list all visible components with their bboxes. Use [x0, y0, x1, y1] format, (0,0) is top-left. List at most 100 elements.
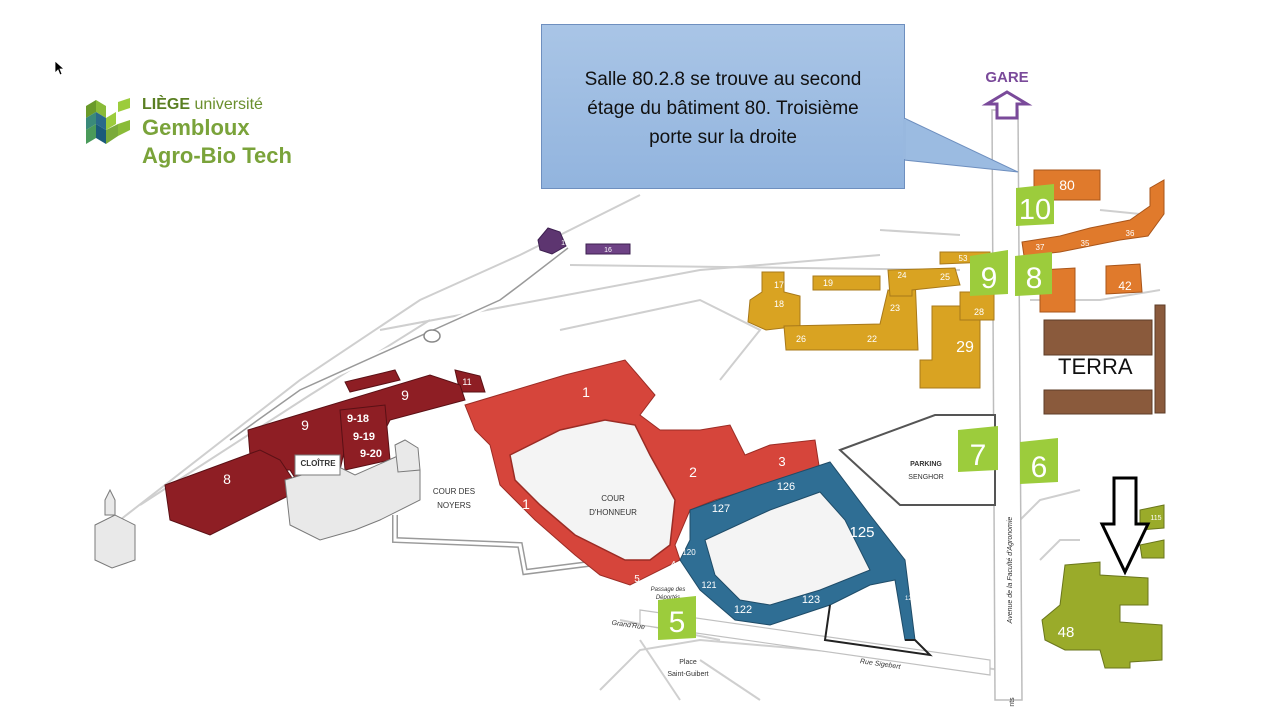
- label-b920: 9-20: [360, 448, 382, 460]
- label-b5: 5: [634, 574, 640, 585]
- zone-10-label: 10: [1019, 194, 1051, 226]
- label-b35: 35: [1081, 239, 1090, 248]
- blue-annex: [823, 604, 933, 657]
- label-b53: 53: [959, 254, 968, 263]
- label-b18: 18: [774, 299, 784, 309]
- boundary-wall-outline: [229, 247, 569, 441]
- logo-universite: université: [194, 96, 263, 113]
- cour-honneur-area: [509, 419, 676, 561]
- logo-line-3: Agro-Bio Tech: [142, 143, 292, 168]
- callout-line-3: porte sur la droite: [649, 127, 797, 148]
- label-parking-2: SENGHOR: [908, 474, 943, 481]
- label-cour-noyers-1: COUR DES: [433, 487, 475, 496]
- logo-line-1: LIÈGE université: [142, 96, 263, 114]
- label-b37: 37: [1036, 243, 1045, 252]
- blue-courtyard: [704, 491, 871, 606]
- logo-liege: LIÈGE: [142, 96, 191, 113]
- zone-5: 5: [658, 596, 696, 640]
- label-b24: 24: [898, 271, 907, 280]
- logo-mark-icon: [86, 98, 130, 144]
- building-group-gold: [747, 251, 995, 389]
- label-b122: 122: [734, 604, 752, 616]
- label-b123: 123: [802, 594, 820, 606]
- label-b1b: 1: [522, 496, 530, 512]
- building-group-15-16: [537, 227, 631, 255]
- label-parking-1: PARKING: [910, 461, 942, 468]
- label-cour-honneur-2: D'HONNEUR: [589, 508, 637, 517]
- zone-10: 10: [1016, 184, 1054, 226]
- gare-marker: GARE: [981, 69, 1033, 120]
- label-place-1: Place: [679, 659, 697, 666]
- zone-7: 7: [958, 426, 998, 472]
- label-bottom-cut: nts: [1009, 697, 1016, 707]
- label-b121: 121: [701, 580, 716, 590]
- label-b25: 25: [940, 272, 950, 282]
- label-b1a: 1: [582, 384, 590, 400]
- label-b42: 42: [1118, 279, 1132, 293]
- label-b127: 127: [712, 503, 730, 515]
- callout-text: Salle 80.2.8 se trouve au second étage d…: [554, 65, 892, 152]
- label-b9a: 9: [401, 387, 409, 403]
- zone-6-label: 6: [1031, 451, 1048, 484]
- label-b120: 120: [682, 548, 696, 557]
- south-wall-inner: [393, 515, 621, 574]
- round-tower: [423, 329, 441, 343]
- zone-markers: 10 9 8 7 6 5: [658, 184, 1058, 640]
- building-group-darkred: [164, 369, 486, 536]
- label-b2: 2: [689, 464, 697, 480]
- label-b23: 23: [890, 303, 900, 313]
- label-b22: 22: [867, 334, 877, 344]
- label-grand-rue: Grand'Rue: [611, 620, 645, 632]
- zone-7-label: 7: [970, 439, 987, 472]
- callout-line-1: Salle 80.2.8 se trouve au second: [584, 69, 862, 90]
- label-cloitre: CLOÎTRE: [300, 459, 336, 468]
- label-b8: 8: [223, 471, 231, 487]
- label-b126: 126: [777, 481, 795, 493]
- label-b15: 15: [561, 240, 569, 247]
- label-b9b: 9: [301, 417, 309, 433]
- zone-8-label: 8: [1026, 262, 1043, 295]
- label-cour-honneur-1: COUR: [601, 494, 625, 503]
- down-arrow-icon: [1099, 476, 1151, 576]
- gare-label: GARE: [985, 69, 1028, 86]
- label-b10: 10: [296, 403, 306, 413]
- label-b80: 80: [1059, 177, 1075, 193]
- label-b29: 29: [956, 339, 974, 356]
- building-group-cloitre: [94, 439, 421, 569]
- label-b919: 9-19: [353, 431, 375, 443]
- label-b36: 36: [1126, 229, 1135, 238]
- zone-8: 8: [1015, 252, 1052, 296]
- label-b28: 28: [974, 307, 984, 317]
- label-b125: 125: [849, 524, 874, 541]
- gare-arrow-icon: [981, 90, 1033, 120]
- label-b124: 124: [905, 596, 916, 602]
- zone-5-label: 5: [669, 606, 686, 639]
- label-b4: 4: [670, 560, 676, 571]
- label-place-2: Saint-Guibert: [667, 671, 708, 678]
- label-b17: 17: [774, 280, 784, 290]
- callout-line-2: étage du bâtiment 80. Troisième: [587, 98, 859, 119]
- label-b19: 19: [823, 278, 833, 288]
- label-avenue: Avenue de la Faculté d'Agronomie: [1007, 517, 1014, 625]
- label-b48: 48: [1058, 624, 1075, 641]
- label-b26: 26: [796, 334, 806, 344]
- label-cour-noyers-2: NOYERS: [437, 501, 471, 510]
- label-b115: 115: [1150, 515, 1161, 522]
- zone-9-label: 9: [981, 262, 998, 295]
- building-group-terra: [1043, 304, 1166, 415]
- label-passage-2: Déportés: [656, 595, 680, 601]
- zone-6: 6: [1020, 438, 1058, 484]
- rue-sigebert-road: [639, 609, 991, 676]
- label-b16: 16: [604, 247, 612, 254]
- callout-box: Salle 80.2.8 se trouve au second étage d…: [541, 24, 905, 189]
- mouse-cursor-icon: [54, 60, 64, 76]
- label-b3: 3: [778, 454, 785, 469]
- label-terra: TERRA: [1058, 354, 1133, 379]
- zone-9: 9: [970, 250, 1008, 296]
- label-b11: 11: [462, 377, 471, 387]
- label-b918: 9-18: [347, 413, 369, 425]
- building-label-layer: 80 37 35 36 42 25 53 24 23 28 29 17 18 1…: [223, 177, 1162, 641]
- building-group-orange: [1021, 169, 1165, 313]
- logo-line-2: Gembloux: [142, 115, 250, 140]
